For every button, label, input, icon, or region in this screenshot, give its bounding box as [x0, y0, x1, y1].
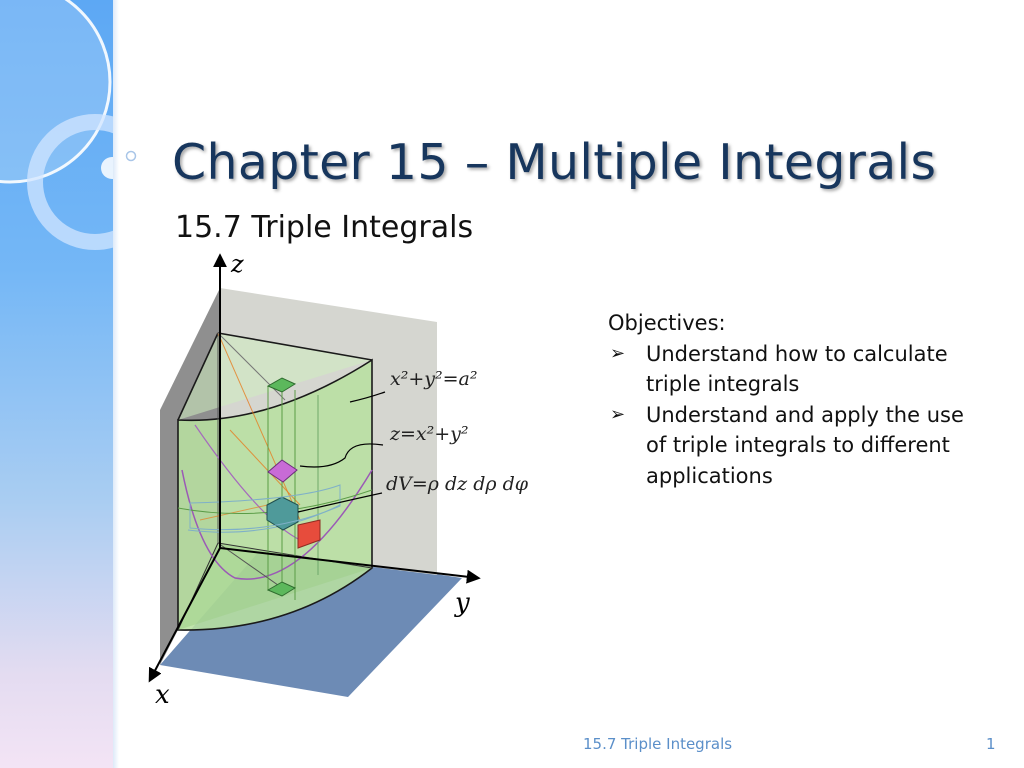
paraboloid-curve — [181, 469, 373, 580]
x-axis-label: x — [155, 680, 170, 708]
objective-item: ➢ Understand how to calculate triple int… — [608, 339, 988, 400]
bottom-patch — [266, 581, 297, 597]
objective-text: Understand and apply the use of triple i… — [646, 402, 964, 488]
paraboloid-patch — [267, 459, 298, 483]
arrow-bullet-icon: ➢ — [610, 403, 626, 425]
y-axis-label: y — [454, 588, 470, 618]
slide-title: Chapter 15 – Multiple Integrals — [172, 134, 937, 191]
decorative-circles — [0, 0, 113, 250]
arrow-bullet-icon: ➢ — [610, 342, 626, 364]
small-ring-decoration — [125, 150, 137, 162]
slide-subtitle: 15.7 Triple Integrals — [175, 210, 474, 245]
y-axis — [219, 547, 481, 584]
z-axis-label: z — [230, 250, 244, 278]
objectives-block: Objectives: ➢ Understand how to calculat… — [608, 308, 988, 491]
objective-text: Understand how to calculate triple integ… — [646, 341, 948, 397]
sidebar-edge — [113, 0, 119, 768]
highlight-cell — [297, 519, 321, 549]
top-patch — [266, 377, 297, 393]
footer-title: 15.7 Triple Integrals — [583, 735, 733, 753]
volume-element-equation: dV=ρ dz dρ dφ — [386, 473, 529, 495]
sidebar-decoration — [0, 0, 113, 768]
page-number: 1 — [986, 735, 996, 753]
x-axis — [148, 547, 221, 683]
cylinder-top — [178, 333, 372, 420]
paraboloid-equation: z=x²+y² — [389, 423, 469, 445]
objectives-heading: Objectives: — [608, 311, 726, 335]
objective-item: ➢ Understand and apply the use of triple… — [608, 400, 988, 492]
cylinder-equation: x²+y²=a² — [390, 368, 477, 390]
objectives-list: ➢ Understand how to calculate triple int… — [608, 339, 988, 492]
cylindrical-coordinates-figure: z y x x²+y²=a² z=x²+y² dV=ρ dz dρ dφ — [148, 250, 529, 708]
